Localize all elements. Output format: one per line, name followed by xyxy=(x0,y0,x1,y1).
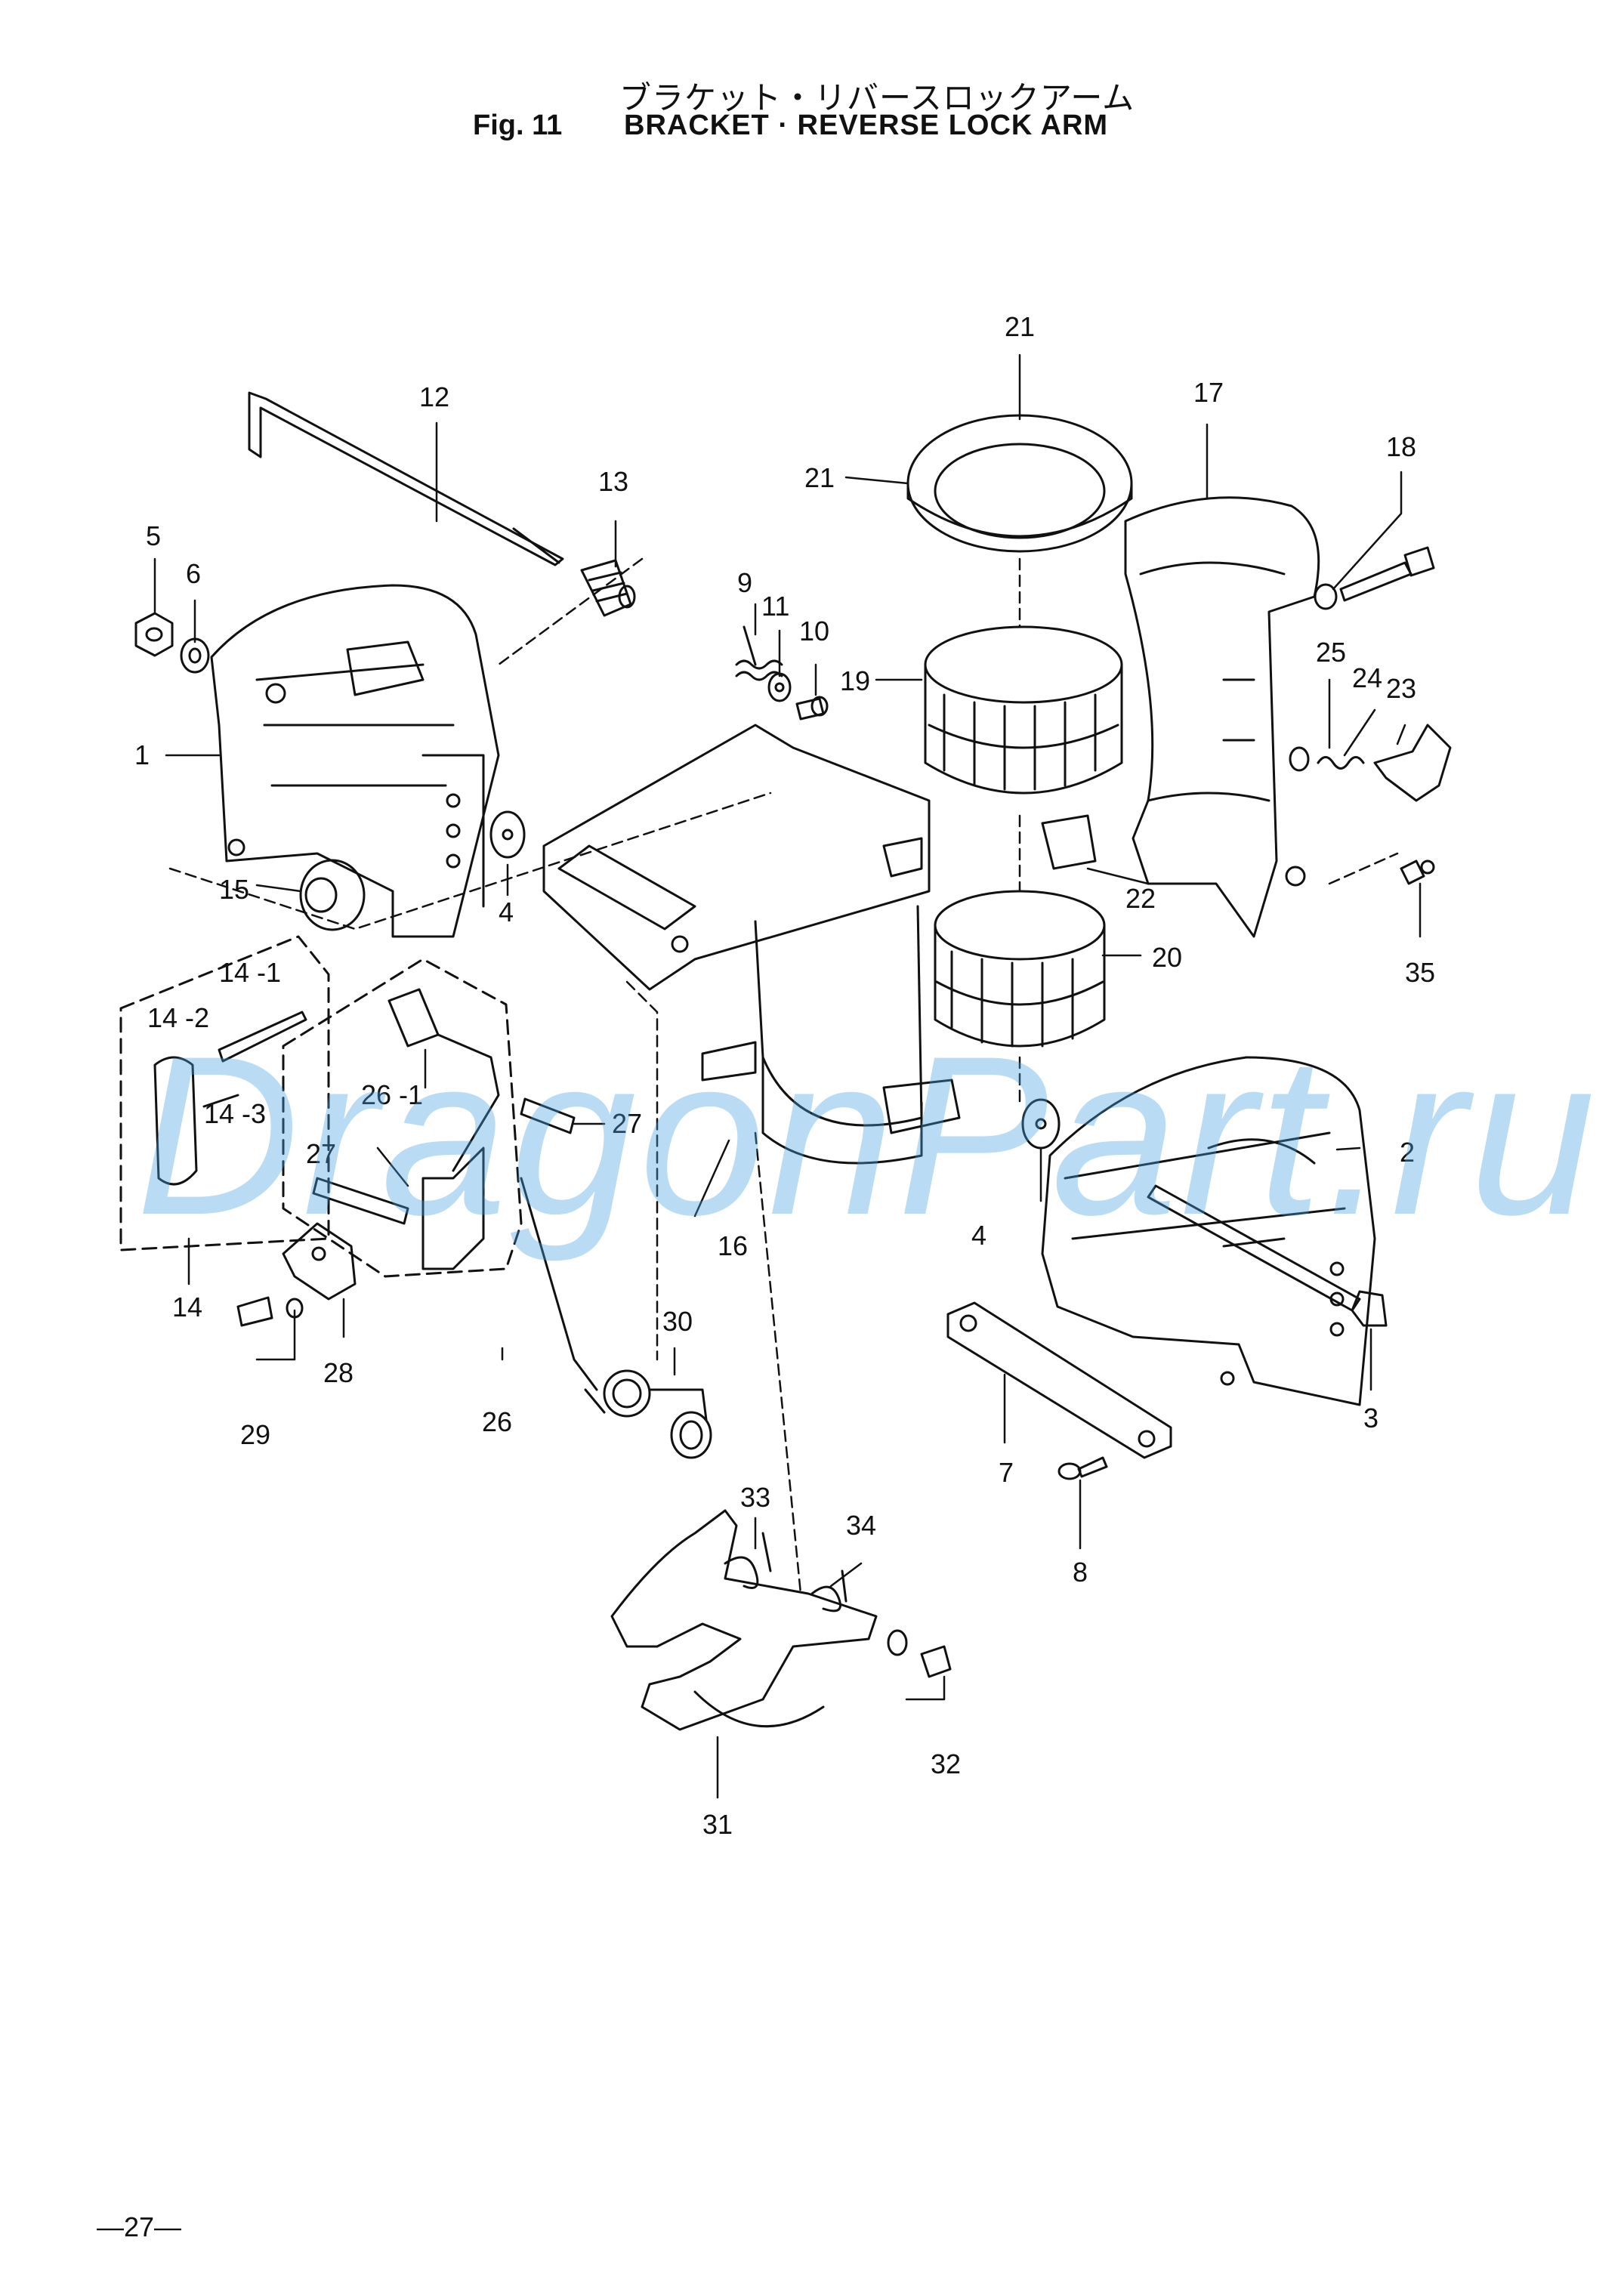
leader-lines xyxy=(153,353,1422,1799)
part-5-nut xyxy=(134,612,174,657)
part-31-reverse-lock-arm xyxy=(610,1509,878,1731)
callout-23: 23 xyxy=(1386,673,1416,704)
part-24-spring xyxy=(1317,756,1365,770)
part-9-spring xyxy=(735,625,783,681)
part-21-thrust-ring xyxy=(906,414,1133,553)
callout-6: 6 xyxy=(186,558,201,589)
part-32-bolt-washer xyxy=(887,1629,952,1678)
callout-24: 24 xyxy=(1352,662,1382,693)
callout-33: 33 xyxy=(740,1482,770,1513)
callout-17: 17 xyxy=(1193,377,1224,408)
callout-4-right: 4 xyxy=(971,1220,986,1251)
callout-1: 1 xyxy=(134,739,150,770)
callout-labels: 1 1 2 3 4 4 5 6 7 8 9 10 11 12 13 14 14 … xyxy=(134,311,1435,1840)
part-29-bolt xyxy=(236,1296,304,1327)
callout-30: 30 xyxy=(662,1306,693,1337)
part-2-clamp-bracket-right xyxy=(1041,1056,1376,1406)
callout-22: 22 xyxy=(1125,883,1156,914)
part-14-reverse-lock-group xyxy=(119,935,330,1251)
part-18-bolt xyxy=(1314,546,1435,610)
callout-16: 16 xyxy=(718,1230,748,1261)
part-19-upper-bushing xyxy=(924,625,1123,795)
callout-14: 14 xyxy=(172,1292,202,1322)
part-27-pin-lower xyxy=(312,1177,409,1225)
callout-27-left: 27 xyxy=(306,1138,336,1169)
callout-3: 3 xyxy=(1363,1403,1379,1434)
callout-13: 13 xyxy=(598,466,628,497)
callout-15: 15 xyxy=(219,874,249,905)
callout-26-1: 26 -1 xyxy=(361,1079,423,1110)
callout-31: 31 xyxy=(702,1809,733,1840)
part-4-washer-left xyxy=(489,810,526,859)
callout-29: 29 xyxy=(240,1419,270,1450)
part-13-plug xyxy=(580,559,636,617)
callout-11: 11 xyxy=(761,591,789,622)
callout-8: 8 xyxy=(1073,1557,1088,1588)
callout-12: 12 xyxy=(419,381,449,412)
callout-14-3: 14 -3 xyxy=(204,1098,266,1129)
part-34-spring xyxy=(810,1569,848,1613)
watermark-text: DragonPart.ru xyxy=(136,1008,1599,1262)
figure-number: Fig. 11 xyxy=(473,110,563,141)
callout-20: 20 xyxy=(1152,942,1182,973)
part-22-liner-pad xyxy=(1041,814,1097,870)
part-7-stopper-plate xyxy=(946,1301,1172,1459)
part-27-pin-upper xyxy=(520,1097,576,1134)
part-30-torsion-spring xyxy=(584,1369,712,1459)
callout-28: 28 xyxy=(323,1357,354,1388)
callout-32: 32 xyxy=(931,1748,961,1779)
callout-7: 7 xyxy=(999,1457,1014,1488)
callout-21-side: 21 xyxy=(804,462,835,493)
callout-25: 25 xyxy=(1316,637,1346,668)
part-12-lock-rod xyxy=(248,391,564,566)
callout-18: 18 xyxy=(1386,431,1416,462)
part-1-clamp-bracket-left xyxy=(210,584,500,938)
callout-26: 26 xyxy=(482,1406,512,1437)
figure-title-japanese: ブラケット・リバースロックアーム xyxy=(619,79,1135,116)
page-number: —27— xyxy=(97,2211,182,2242)
part-3-thru-bolt xyxy=(1147,1184,1388,1327)
part-25-washer xyxy=(1289,746,1310,772)
callout-27-right: 27 xyxy=(612,1108,642,1139)
part-17-swivel-bracket xyxy=(1124,496,1320,938)
assembly-dashed-lines xyxy=(168,557,1399,1595)
part-10-screw xyxy=(795,696,829,721)
part-23-wing-knob xyxy=(1373,724,1452,802)
part-33-spring xyxy=(724,1532,772,1589)
callout-14-2: 14 -2 xyxy=(147,1002,209,1033)
part-8-screw xyxy=(1057,1456,1108,1480)
part-28-lever-bracket xyxy=(282,1222,357,1301)
part-35-grease-nipple xyxy=(1400,859,1435,885)
part-26-lever-group xyxy=(282,958,598,1391)
callout-14-1: 14 -1 xyxy=(219,957,281,988)
callout-5: 5 xyxy=(146,520,161,551)
figure-title-english: BRACKET · REVERSE LOCK ARM xyxy=(624,110,1109,141)
part-6-washer xyxy=(180,637,210,674)
callout-10: 10 xyxy=(799,616,829,647)
callout-34: 34 xyxy=(846,1510,876,1541)
callout-4-left: 4 xyxy=(499,897,514,927)
callout-2: 2 xyxy=(1400,1137,1415,1168)
callout-35: 35 xyxy=(1405,957,1435,988)
callout-19: 19 xyxy=(840,665,870,696)
part-11-washer xyxy=(767,672,792,702)
part-16-swivel-case xyxy=(542,724,961,1165)
part-15-thrust-rod-knob xyxy=(299,859,366,931)
callout-21-top: 21 xyxy=(1005,311,1035,342)
callout-9: 9 xyxy=(737,567,752,598)
